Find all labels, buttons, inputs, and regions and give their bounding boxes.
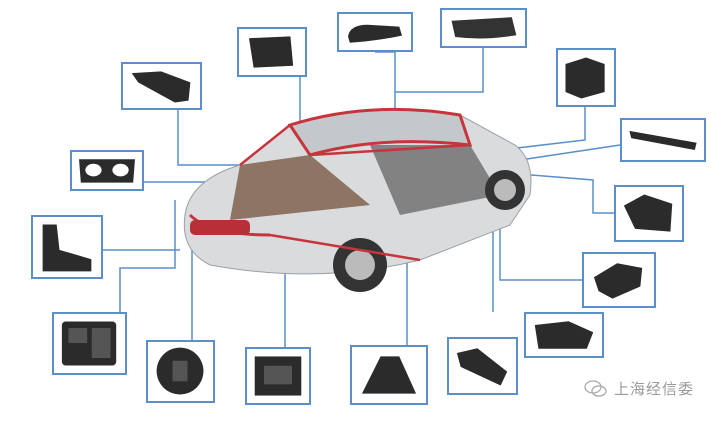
part-box-headrest-frame [70, 150, 144, 191]
part-box-door-pad [524, 312, 604, 358]
watermark: 上海经信委 [584, 378, 694, 399]
part-box-bumper-absorber [620, 118, 706, 162]
part-box-tray-block [245, 347, 311, 405]
part-box-side-bolster [447, 337, 518, 395]
part-box-tool-kit-insert [146, 340, 215, 403]
part-box-trunk-organizer [52, 312, 127, 375]
part-box-sun-visor-left [337, 12, 413, 52]
part-box-pillar-block [350, 345, 428, 405]
part-box-foam-block [556, 48, 616, 107]
part-box-parcel-shelf-pad [121, 62, 202, 110]
part-box-trunk-side-pad [31, 215, 103, 279]
part-box-wedge [582, 252, 656, 308]
part-box-sun-visor-right [440, 8, 527, 48]
car-cutaway-illustration [183, 107, 532, 292]
wechat-icon [584, 379, 607, 397]
part-box-front-block [614, 185, 684, 242]
watermark-text: 上海经信委 [614, 380, 695, 398]
part-box-rear-shelf-block [237, 27, 307, 77]
